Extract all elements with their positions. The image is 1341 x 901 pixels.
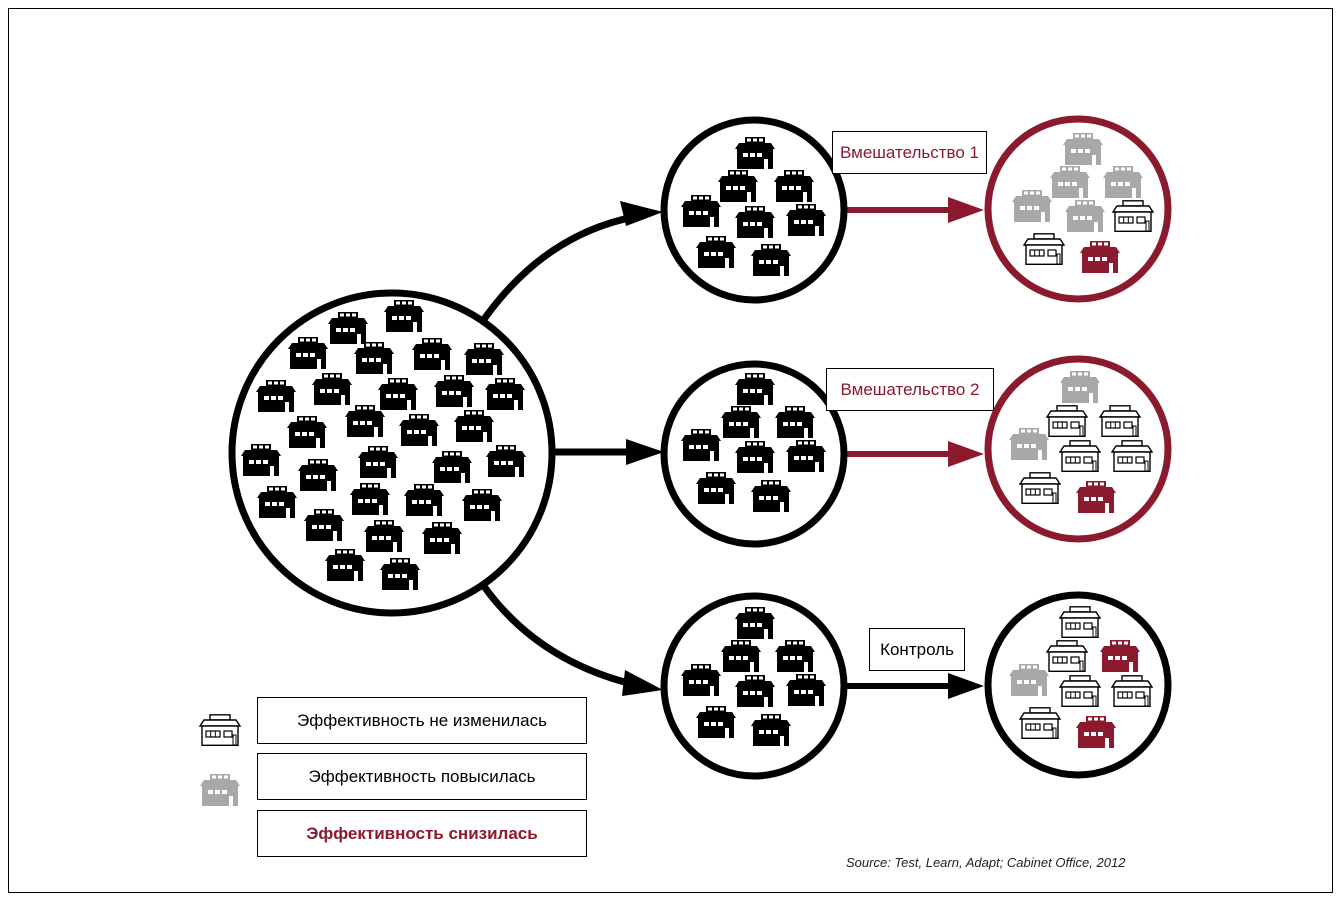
house-unchanged-icon xyxy=(1111,440,1153,472)
house-unchanged-icon xyxy=(1112,200,1154,232)
house-unchanged-icon xyxy=(1099,405,1141,437)
arrowhead-group1 xyxy=(620,201,663,226)
arrow-to-group3 xyxy=(480,582,646,691)
intervention1-label: Вмешательство 1 xyxy=(832,131,987,174)
legend-unchanged: Эффективность не изменилась xyxy=(257,697,587,744)
control-label: Контроль xyxy=(869,628,965,671)
legend-improved-icon xyxy=(200,774,240,806)
arrowhead-group3 xyxy=(622,670,663,696)
house-unchanged-icon xyxy=(1046,640,1088,672)
house-unchanged-icon xyxy=(1019,472,1061,504)
arrowhead-group2 xyxy=(626,439,664,465)
legend-declined: Эффективность снизилась xyxy=(257,810,587,857)
house-unchanged-icon xyxy=(1059,675,1101,707)
house-unchanged-icon xyxy=(1059,440,1101,472)
house-unchanged-icon xyxy=(1059,606,1101,638)
house-unchanged-icon xyxy=(1111,675,1153,707)
arrowhead-control xyxy=(948,673,984,699)
house-unchanged-icon xyxy=(1046,405,1088,437)
connectors xyxy=(477,197,984,699)
diagram-frame xyxy=(8,8,1333,893)
legend-improved: Эффективность повысилась xyxy=(257,753,587,800)
legend-unchanged-icon xyxy=(199,714,241,746)
house-unchanged-icon xyxy=(1019,707,1061,739)
arrow-to-group1 xyxy=(477,211,646,327)
house-unchanged-icon xyxy=(1023,233,1065,265)
source-caption: Source: Test, Learn, Adapt; Cabinet Offi… xyxy=(846,855,1126,870)
arrowhead-intervention1 xyxy=(948,197,984,223)
intervention2-label: Вмешательство 2 xyxy=(826,368,994,411)
arrowhead-intervention2 xyxy=(948,441,984,467)
